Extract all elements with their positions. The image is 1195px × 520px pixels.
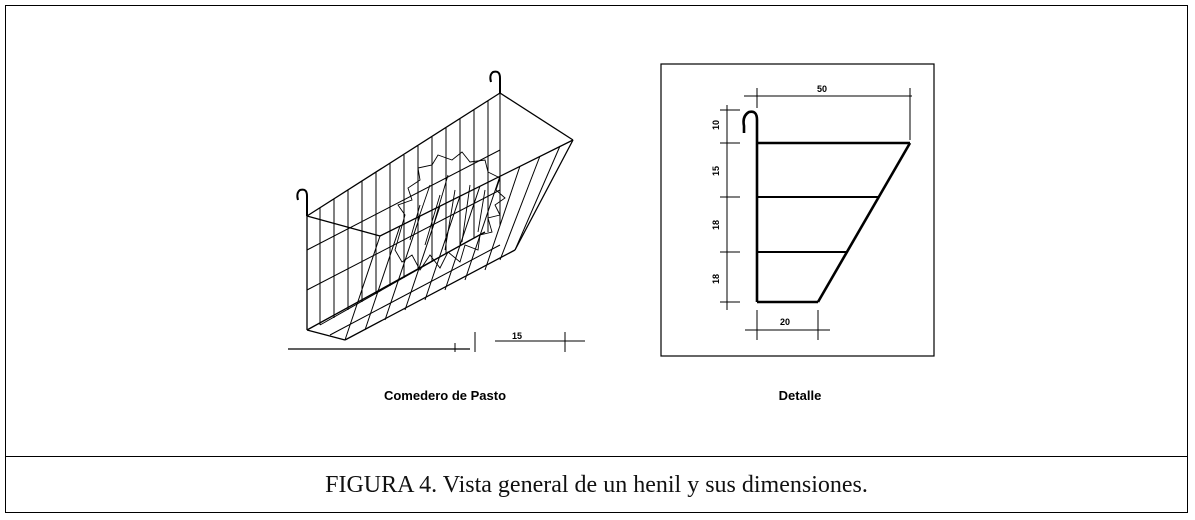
dim-hook-height: 10 (711, 120, 721, 130)
dimension-lines (720, 88, 912, 340)
dim-segment-2: 18 (711, 220, 721, 230)
detail-label: Detalle (778, 388, 822, 403)
dim-bottom-width: 20 (780, 317, 790, 327)
figure-caption: FIGURA 4. Vista general de un henil y su… (325, 472, 868, 498)
figure-frame (5, 5, 1188, 513)
caption-divider (5, 456, 1188, 457)
detail-drawing: 50 20 10 15 18 18 (660, 63, 935, 357)
dim-segment-1: 15 (711, 166, 721, 176)
hay-feeder-sketch (288, 70, 585, 352)
feeder-scale-label: 15 (512, 331, 522, 341)
detail-border (660, 63, 935, 357)
right-hook-icon (489, 70, 501, 93)
feeder-label: Comedero de Pasto (383, 388, 507, 403)
left-hook-icon (296, 188, 308, 216)
dim-segment-3: 18 (711, 274, 721, 284)
dim-top-width: 50 (817, 84, 827, 94)
hay-tuft (394, 151, 506, 271)
feeder-profile (742, 110, 912, 304)
